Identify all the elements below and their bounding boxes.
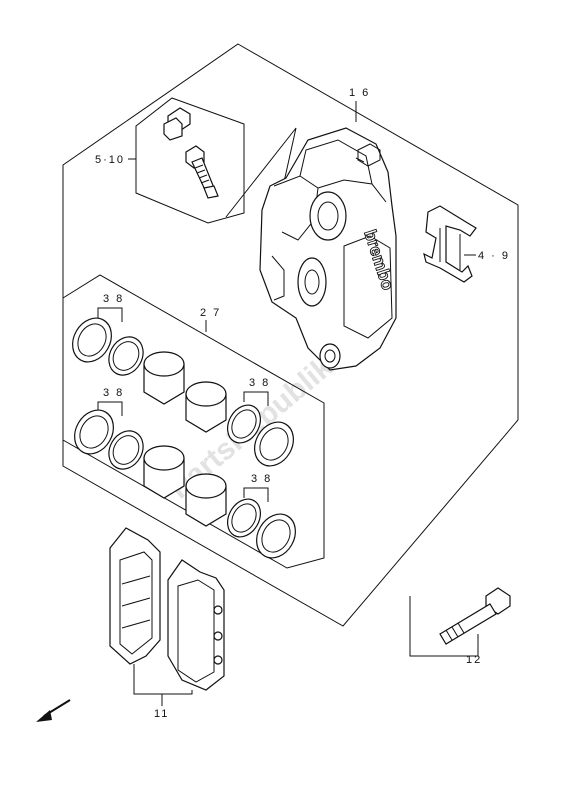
brake-pad-left <box>109 527 161 665</box>
callout-27-label: 2 7 <box>200 307 221 319</box>
callout-38-label-b: 3 8 <box>249 377 270 389</box>
bleeder-cap <box>163 107 191 141</box>
piston-seal <box>74 409 114 455</box>
callout-4-9-label: 4 · 9 <box>478 250 510 262</box>
piston <box>185 473 227 527</box>
callout-16-label: 1 6 <box>349 87 370 99</box>
dust-seal <box>108 336 144 376</box>
piston <box>143 351 185 405</box>
dust-seal <box>256 513 296 559</box>
caliper-body: brembo <box>259 127 398 371</box>
callout-5-10-label: 5·10 <box>95 154 125 166</box>
piston-seal <box>227 404 261 444</box>
caliper-assembly-outline <box>62 43 519 627</box>
dust-seal <box>254 421 294 467</box>
bleeder-valve-group: 5·10 <box>95 97 297 224</box>
front-arrow-icon <box>36 699 71 722</box>
callout-16: 1 6 <box>349 87 370 122</box>
callout-11-label: 11 <box>154 708 169 720</box>
piston <box>185 381 227 433</box>
brake-pad-right <box>167 559 225 691</box>
pin-bolt: 12 <box>409 587 511 666</box>
pad-spring: 4 · 9 <box>423 205 510 283</box>
callout-12-label: 12 <box>466 654 482 666</box>
piston-seal <box>227 498 261 538</box>
callout-38-label-d: 3 8 <box>251 473 272 485</box>
callout-38-label-c: 3 8 <box>103 387 124 399</box>
brake-pad-set: 11 <box>109 527 225 720</box>
callout-38-label-a: 3 8 <box>103 293 124 305</box>
dust-seal <box>108 430 144 470</box>
bleeder-screw <box>185 145 219 199</box>
piston-seal <box>72 317 112 363</box>
piston <box>143 445 185 499</box>
piston-seal-group: 2 7 3 8 3 8 <box>62 274 325 569</box>
